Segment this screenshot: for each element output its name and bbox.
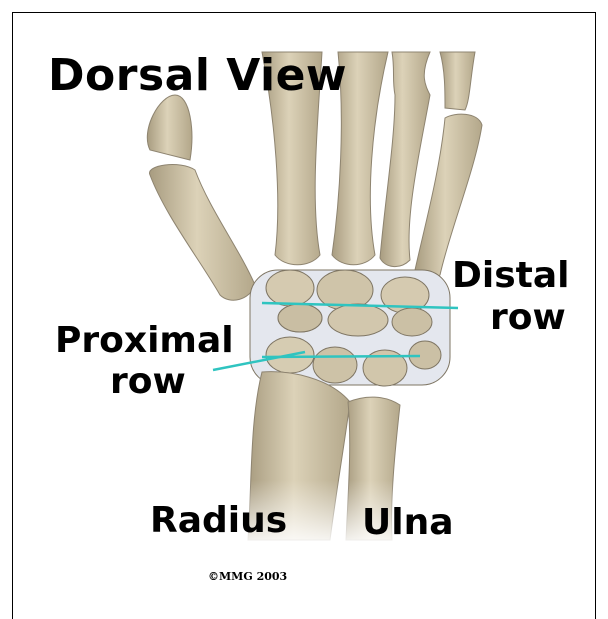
distal-row-label-line2: row	[490, 300, 566, 336]
diagram-title: Dorsal View	[48, 54, 347, 98]
copyright-notice: ©MMG 2003	[208, 570, 287, 583]
proximal-row-label-line1: Proximal	[55, 323, 234, 359]
proximal-row-label-line2: row	[110, 364, 186, 400]
distal-row-label-line1: Distal	[452, 258, 570, 294]
radius-label: Radius	[150, 503, 287, 539]
ulna-label: Ulna	[362, 505, 454, 541]
carpal-bones	[250, 270, 450, 386]
